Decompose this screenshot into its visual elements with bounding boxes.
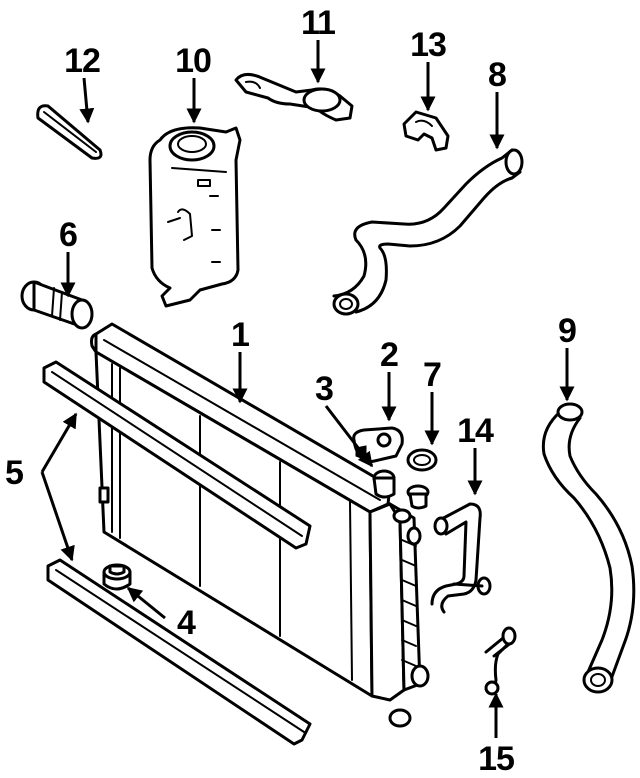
tube-part bbox=[36, 104, 103, 160]
callout-7: 7 bbox=[423, 356, 441, 394]
callout-12: 12 bbox=[64, 42, 100, 80]
callout-2: 2 bbox=[380, 336, 398, 374]
callout-13: 13 bbox=[410, 26, 446, 64]
callout-3: 3 bbox=[315, 370, 333, 408]
drain-plug-part bbox=[372, 469, 430, 510]
callout-9: 9 bbox=[558, 312, 576, 350]
callout-1: 1 bbox=[231, 316, 249, 354]
callout-14: 14 bbox=[457, 412, 494, 450]
callout-8: 8 bbox=[488, 56, 506, 94]
o-ring-part bbox=[406, 448, 438, 472]
leader-lines bbox=[40, 40, 575, 738]
air-seal-lower-part bbox=[46, 558, 312, 746]
cap-part bbox=[352, 426, 404, 464]
callout-5: 5 bbox=[5, 454, 23, 492]
callout-11: 11 bbox=[301, 4, 335, 42]
lower-hose-part bbox=[541, 402, 636, 694]
coolant-reservoir-part bbox=[148, 126, 242, 308]
bent-pipe-part bbox=[430, 502, 492, 614]
rubber-mount-part bbox=[102, 563, 132, 591]
bracket-clip-part bbox=[402, 110, 450, 152]
air-seal-upper-part bbox=[42, 360, 312, 550]
callout-10: 10 bbox=[175, 42, 211, 80]
upper-hose-part bbox=[332, 148, 524, 316]
fitting-part bbox=[20, 280, 94, 330]
callout-15: 15 bbox=[478, 740, 514, 778]
callout-4: 4 bbox=[177, 604, 196, 642]
callout-6: 6 bbox=[59, 216, 77, 254]
pressure-cap-part bbox=[234, 73, 354, 122]
small-hose-part bbox=[484, 626, 517, 696]
callout-labels: 12 10 11 13 8 6 1 9 2 3 7 14 5 4 15 bbox=[5, 4, 577, 778]
